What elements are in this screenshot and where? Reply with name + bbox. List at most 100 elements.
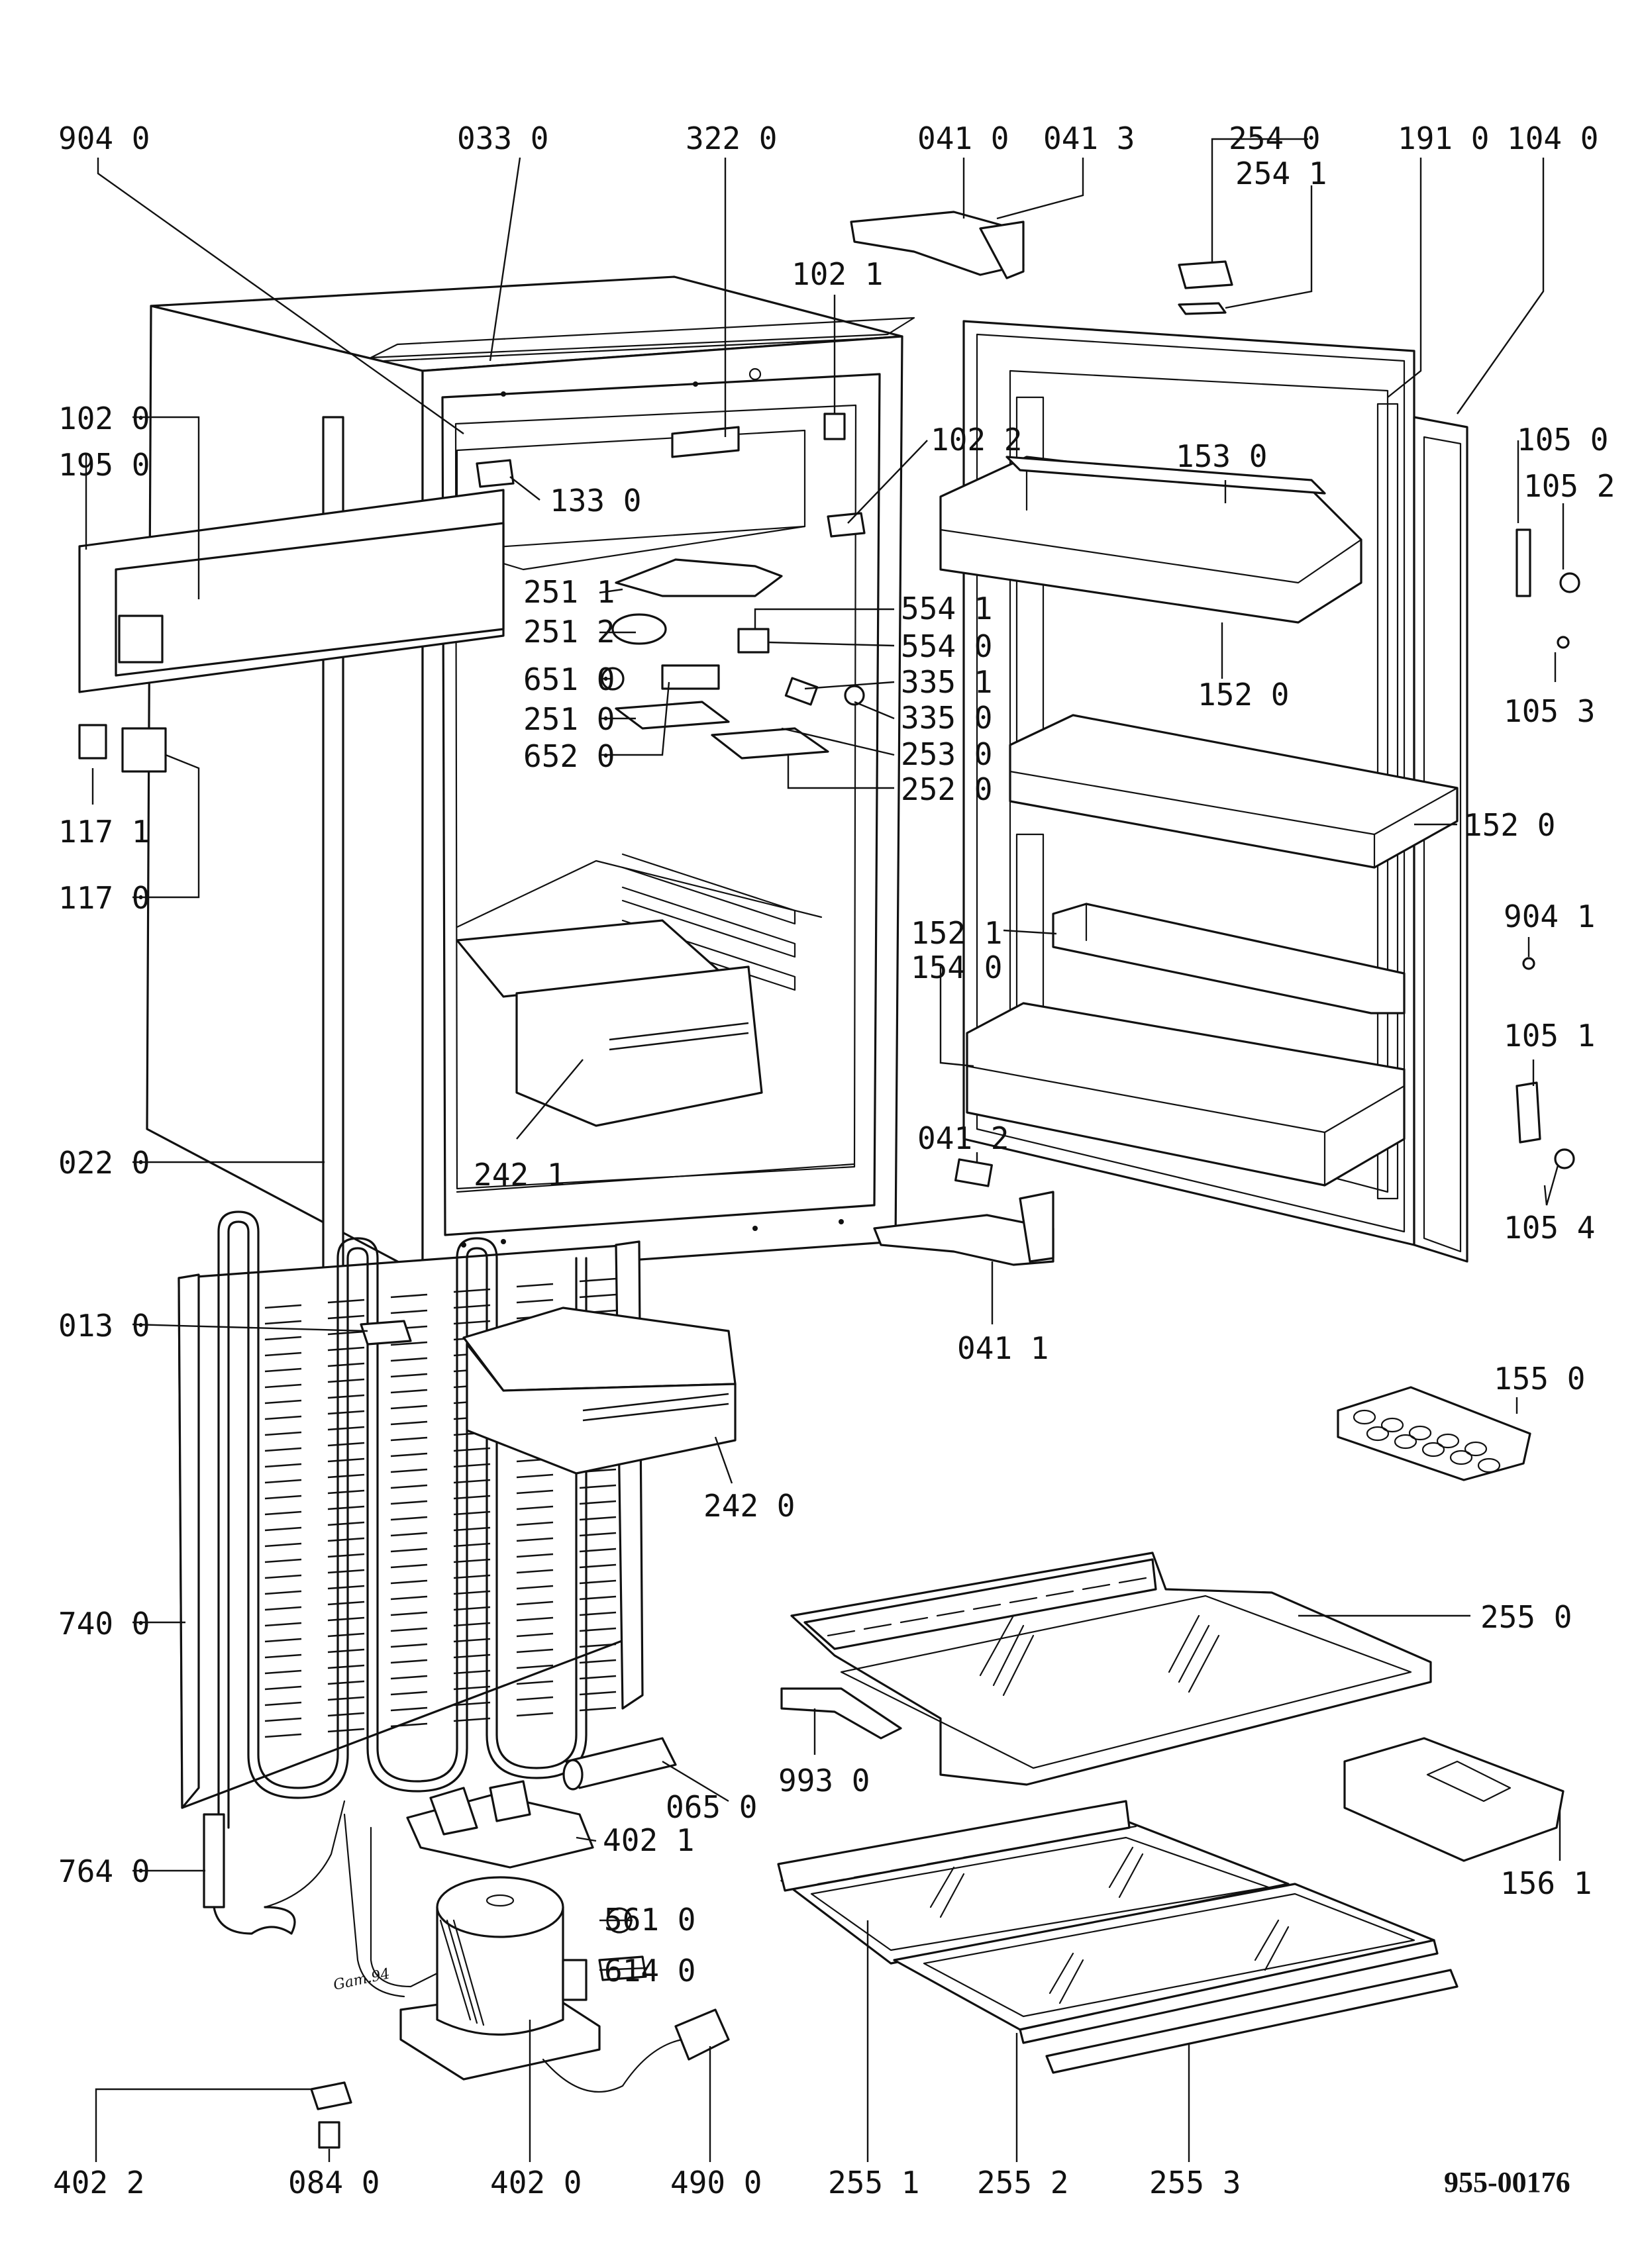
grill-slot <box>516 1601 554 1606</box>
grill-slot <box>999 1845 1028 1852</box>
label-105-1: 105 1 <box>1504 1018 1595 1054</box>
grill-slot <box>327 1410 365 1415</box>
egg-cup <box>1353 1409 1376 1425</box>
grill-slot <box>390 1420 428 1426</box>
grill-slot <box>516 1616 554 1622</box>
glass-shelf-255-0 <box>790 1552 1432 1786</box>
label-904-1: 904 1 <box>1504 899 1595 934</box>
grill-slot <box>390 1706 428 1712</box>
lamp-parts <box>601 613 865 760</box>
grill-slot <box>453 1574 491 1579</box>
grill-slot <box>264 1367 302 1373</box>
grill-slot <box>390 1516 428 1521</box>
grill-slot <box>327 1489 365 1495</box>
document-number: 955-00176 <box>1444 2166 1570 2198</box>
grill-slot <box>390 1643 428 1648</box>
label-651-0: 651 0 <box>523 662 615 697</box>
grill-slot <box>516 1585 554 1590</box>
power-cord-490-0 <box>542 2008 730 2093</box>
grill-slot <box>890 1865 919 1872</box>
label-084-0: 084 0 <box>288 2165 380 2200</box>
leader-lines <box>85 138 1565 2162</box>
trim-strip-255-3 <box>1045 1969 1459 2074</box>
grill-slot <box>390 1468 428 1473</box>
grill-slot <box>453 1638 491 1643</box>
grill-slot <box>327 1616 365 1622</box>
grill-slot <box>1108 1825 1137 1832</box>
grill-slot <box>264 1558 302 1563</box>
grill-slot <box>264 1669 302 1675</box>
grill-slot <box>453 1510 491 1516</box>
grill-slot <box>579 1659 617 1664</box>
label-335-1: 335 1 <box>901 664 992 700</box>
grill-slot <box>390 1373 428 1378</box>
grill-slot <box>264 1352 302 1357</box>
grill-slot <box>1118 1577 1147 1584</box>
grill-slot <box>516 1473 554 1479</box>
grill-slot <box>516 1553 554 1558</box>
label-191-0: 191 0 <box>1398 121 1489 156</box>
label-152-1: 152 1 <box>911 915 1002 951</box>
label-117-1: 117 1 <box>58 814 150 850</box>
label-041-3: 041 3 <box>1043 121 1135 156</box>
grill-slot <box>264 1733 302 1738</box>
grill-slot <box>453 1558 491 1563</box>
grill-slot <box>516 1712 554 1717</box>
grill-slot <box>453 1288 491 1293</box>
label-255-3: 255 3 <box>1149 2165 1241 2200</box>
label-152-0-top: 152 0 <box>1198 677 1289 713</box>
grill-slot <box>453 1463 491 1468</box>
grill-slot <box>327 1473 365 1479</box>
grill-slot <box>516 1696 554 1701</box>
grill-slot <box>516 1521 554 1526</box>
grill-slot <box>453 1542 491 1548</box>
grill-slot <box>264 1320 302 1325</box>
label-652-0: 652 0 <box>523 738 615 774</box>
grill-slot <box>390 1563 428 1569</box>
grill-slot <box>453 1479 491 1484</box>
grill-slot <box>327 1569 365 1574</box>
grill-slot <box>926 1858 955 1865</box>
egg-cup <box>1477 1457 1501 1473</box>
grill-slot <box>327 1601 365 1606</box>
grill-slot <box>516 1680 554 1685</box>
grill-slot <box>327 1696 365 1701</box>
label-251-0: 251 0 <box>523 701 615 737</box>
grill-slot <box>264 1463 302 1468</box>
grill-slot <box>516 1299 554 1304</box>
label-490-0: 490 0 <box>670 2165 762 2200</box>
grill-slot <box>264 1685 302 1691</box>
label-117-0: 117 0 <box>58 880 150 916</box>
egg-cup <box>1366 1426 1390 1442</box>
label-102-1: 102 1 <box>792 256 883 292</box>
label-033-0: 033 0 <box>457 121 548 156</box>
label-255-1: 255 1 <box>828 2165 919 2200</box>
label-102-0: 102 0 <box>58 401 150 436</box>
grill-slot <box>453 1685 491 1691</box>
bottom-hinge-041-1 <box>873 1158 1054 1266</box>
light-cover-251-1 <box>615 558 783 597</box>
small-part-133 <box>476 459 515 488</box>
bracket-402-1 <box>406 1780 594 1869</box>
refrigerator-cabinet <box>146 275 915 1276</box>
grill-slot <box>516 1569 554 1574</box>
label-252-0: 252 0 <box>901 771 992 807</box>
grill-slot <box>390 1595 428 1601</box>
crisper-drawer-242-1 <box>456 919 763 1127</box>
grill-slot <box>327 1648 365 1653</box>
label-561-0: 561 0 <box>604 1902 695 1938</box>
small-parts-117 <box>78 724 167 773</box>
grill-slot <box>453 1526 491 1532</box>
grill-slot <box>327 1537 365 1542</box>
label-402-0: 402 0 <box>490 2165 582 2200</box>
label-195-0: 195 0 <box>58 447 150 483</box>
label-251-1: 251 1 <box>523 574 615 610</box>
grill-slot <box>264 1399 302 1405</box>
label-764-0: 764 0 <box>58 1853 150 1889</box>
grill-slot <box>453 1320 491 1325</box>
grill-slot <box>327 1314 365 1320</box>
grill-slot <box>516 1283 554 1288</box>
grill-slot <box>453 1717 491 1722</box>
grill-slot <box>936 1610 965 1617</box>
